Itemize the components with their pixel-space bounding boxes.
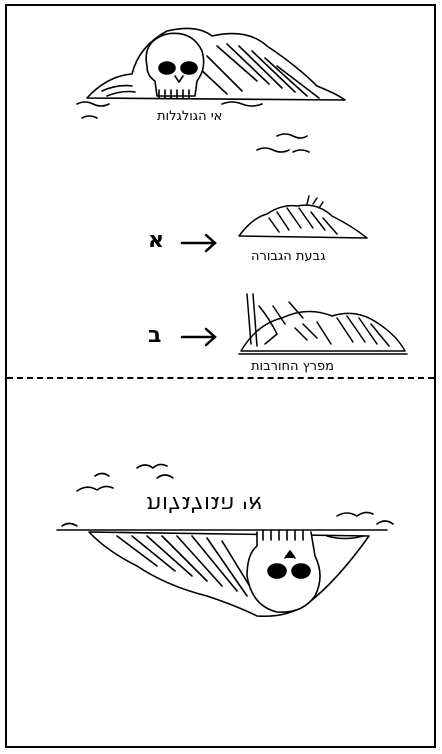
- illustration-canvas: [56, 27, 408, 618]
- comic-frame: אי הגולגלות א גבעת הגבורה ב מפרץ החורבות…: [5, 4, 436, 748]
- panel-divider: [7, 377, 434, 379]
- option-a-letter: א: [148, 228, 165, 253]
- island-name-label: אי הגולגלות: [157, 109, 223, 124]
- option-b-caption: מפרץ החורבות: [251, 359, 334, 374]
- option-b-letter: ב: [148, 323, 162, 348]
- skull-island-drawing: [76, 27, 346, 153]
- arrow-a: [180, 233, 217, 253]
- arrow-b: [180, 327, 217, 347]
- wreck-drawing: [238, 293, 408, 355]
- mirrored-island-label: אי הגולגלות: [147, 491, 264, 516]
- hill-drawing: [238, 195, 368, 239]
- arrows: [180, 233, 217, 347]
- reflected-island-drawing: [56, 463, 394, 618]
- option-a-caption: גבעת הגבורה: [251, 249, 326, 264]
